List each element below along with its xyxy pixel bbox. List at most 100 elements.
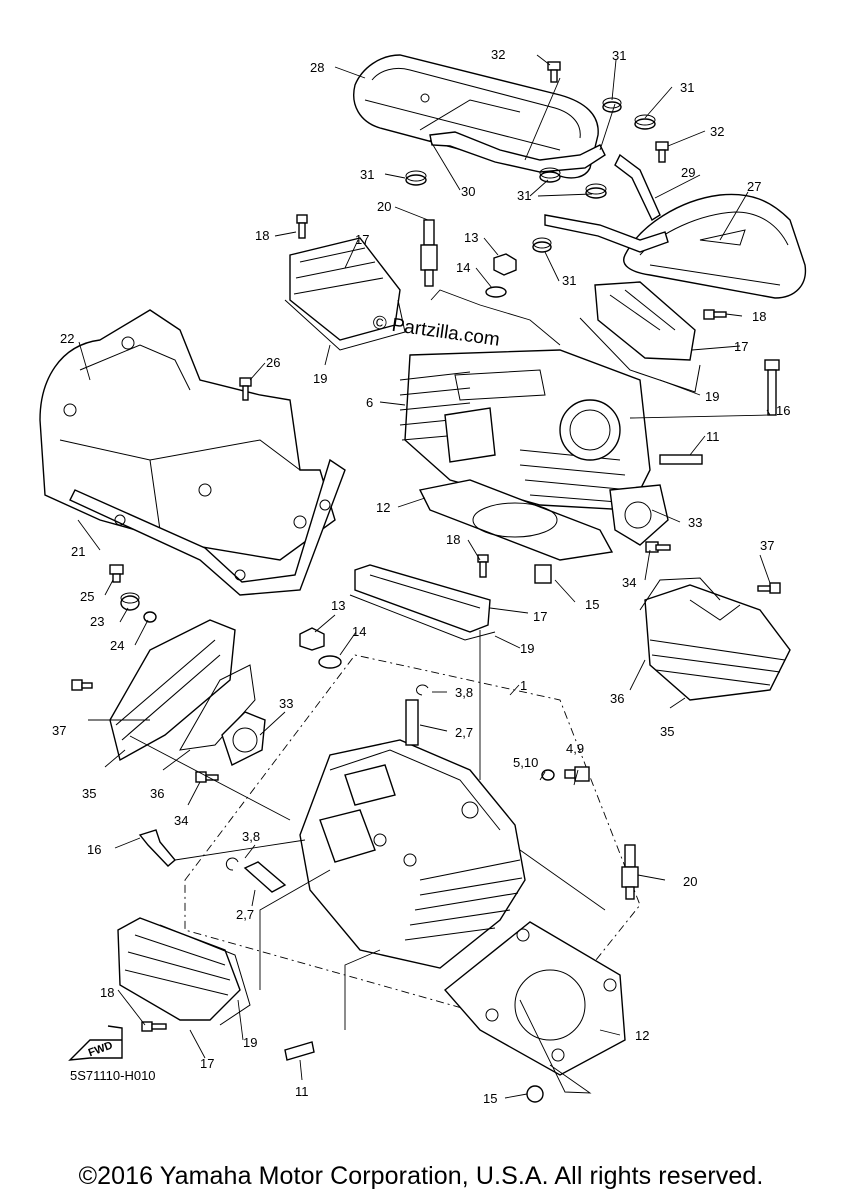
- gasket-36-left: [179, 664, 256, 751]
- bolt-49: [564, 766, 590, 782]
- bolt-26: [239, 377, 252, 401]
- callout-19: 19: [520, 641, 534, 656]
- spark-plug-20-bottom: [621, 844, 639, 900]
- callout-14: 14: [456, 260, 470, 275]
- bolt-16-top: [764, 359, 780, 416]
- callout-2-7: 2,7: [455, 725, 473, 740]
- washer-510: [541, 769, 555, 781]
- grommet-31-top-right: [602, 97, 622, 113]
- callout-31: 31: [360, 167, 374, 182]
- diagram-code: 5S71110-H010: [70, 1068, 156, 1083]
- gasket-36-right: [639, 577, 721, 611]
- gasket-33-top: [609, 484, 669, 546]
- callout-12: 12: [635, 1028, 649, 1043]
- callout-33: 33: [688, 515, 702, 530]
- callout-19: 19: [243, 1035, 257, 1050]
- callout-6: 6: [366, 395, 373, 410]
- callout-32: 32: [491, 47, 505, 62]
- callout-17: 17: [533, 609, 547, 624]
- bolt-18-upper: [296, 214, 308, 239]
- callout-4-9: 4,9: [566, 741, 584, 756]
- side-cover-27: [623, 193, 807, 299]
- grommet-31-upper-left: [405, 170, 427, 186]
- callout-12: 12: [376, 500, 390, 515]
- clip-38-lower: [225, 857, 239, 871]
- rocker-cover-17-lower: [117, 917, 241, 1021]
- valve-guide-27-upper: [405, 699, 419, 746]
- callout-32: 32: [710, 124, 724, 139]
- callout-31: 31: [517, 188, 531, 203]
- callout-3-8: 3,8: [455, 685, 473, 700]
- callout-35: 35: [82, 786, 96, 801]
- callout-23: 23: [90, 614, 104, 629]
- partzilla-watermark: © Partzilla.com: [371, 312, 501, 351]
- bolt-32-top: [547, 61, 561, 83]
- callout-2-7: 2,7: [236, 907, 254, 922]
- callout-27: 27: [747, 179, 761, 194]
- stud-11-top: [659, 454, 703, 465]
- cylinder-cover-35-left: [109, 619, 236, 762]
- washer-14-top: [485, 286, 507, 298]
- grommet-31-center: [539, 167, 607, 199]
- bolt-18-lower: [141, 1021, 167, 1032]
- bolt-18-upper-right: [703, 309, 727, 320]
- callout-3-8: 3,8: [242, 829, 260, 844]
- bolt-32-right: [655, 141, 669, 163]
- rocker-cover-17-upper-right: [594, 281, 696, 361]
- head-gasket-12-top: [418, 479, 614, 561]
- gasket-33-left: [221, 711, 266, 766]
- gasket-19-lower: [159, 924, 251, 1026]
- callout-20: 20: [683, 874, 697, 889]
- copyright-notice: ©2016 Yamaha Motor Corporation, U.S.A. A…: [78, 1162, 764, 1190]
- washer-14-middle: [318, 655, 342, 669]
- callout-34: 34: [622, 575, 636, 590]
- callout-30: 30: [461, 184, 475, 199]
- callout-1: 1: [520, 678, 527, 693]
- callout-13: 13: [331, 598, 345, 613]
- callout-16: 16: [87, 842, 101, 857]
- callout-19: 19: [313, 371, 327, 386]
- callout-15: 15: [585, 597, 599, 612]
- cylinder-head-front: [299, 739, 526, 969]
- nut-13-top: [493, 253, 517, 276]
- callout-13: 13: [464, 230, 478, 245]
- callout-24: 24: [110, 638, 124, 653]
- cylinder-cover-35-right: [644, 584, 791, 701]
- callout-18: 18: [752, 309, 766, 324]
- gasket-19-upper-left: [284, 299, 406, 351]
- assembly-boundary-1: [184, 654, 641, 1031]
- callout-17: 17: [200, 1056, 214, 1071]
- callout-34: 34: [174, 813, 188, 828]
- gasket-19-middle: [349, 594, 496, 641]
- callout-36: 36: [150, 786, 164, 801]
- callout-14: 14: [352, 624, 366, 639]
- callout-15: 15: [483, 1091, 497, 1106]
- callout-19: 19: [705, 389, 719, 404]
- bolt-16-left: [138, 829, 176, 867]
- fwd-arrow: FWD: [68, 1025, 123, 1061]
- callout-18: 18: [255, 228, 269, 243]
- callout-35: 35: [660, 724, 674, 739]
- callout-37: 37: [760, 538, 774, 553]
- callout-33: 33: [279, 696, 293, 711]
- callout-17: 17: [734, 339, 748, 354]
- callout-5-10: 5,10: [513, 755, 538, 770]
- callout-31: 31: [680, 80, 694, 95]
- callout-21: 21: [71, 544, 85, 559]
- callout-18: 18: [446, 532, 460, 547]
- callout-25: 25: [80, 589, 94, 604]
- outer-cover-22: [39, 309, 336, 561]
- callout-17: 17: [355, 232, 369, 247]
- bolt-34-left: [195, 771, 219, 783]
- callout-16: 16: [776, 403, 790, 418]
- callout-20: 20: [377, 199, 391, 214]
- grommet-23: [120, 592, 140, 611]
- side-cover-28: [353, 54, 599, 179]
- grommet-31-lower: [532, 237, 552, 253]
- stud-11-bottom: [284, 1041, 315, 1061]
- callout-labels: 28 32 31 31 32 31 30 31 29 27 20 18 17 1…: [52, 47, 790, 1106]
- bolt-25: [109, 564, 124, 583]
- callout-22: 22: [60, 331, 74, 346]
- bolt-34-top: [645, 541, 671, 553]
